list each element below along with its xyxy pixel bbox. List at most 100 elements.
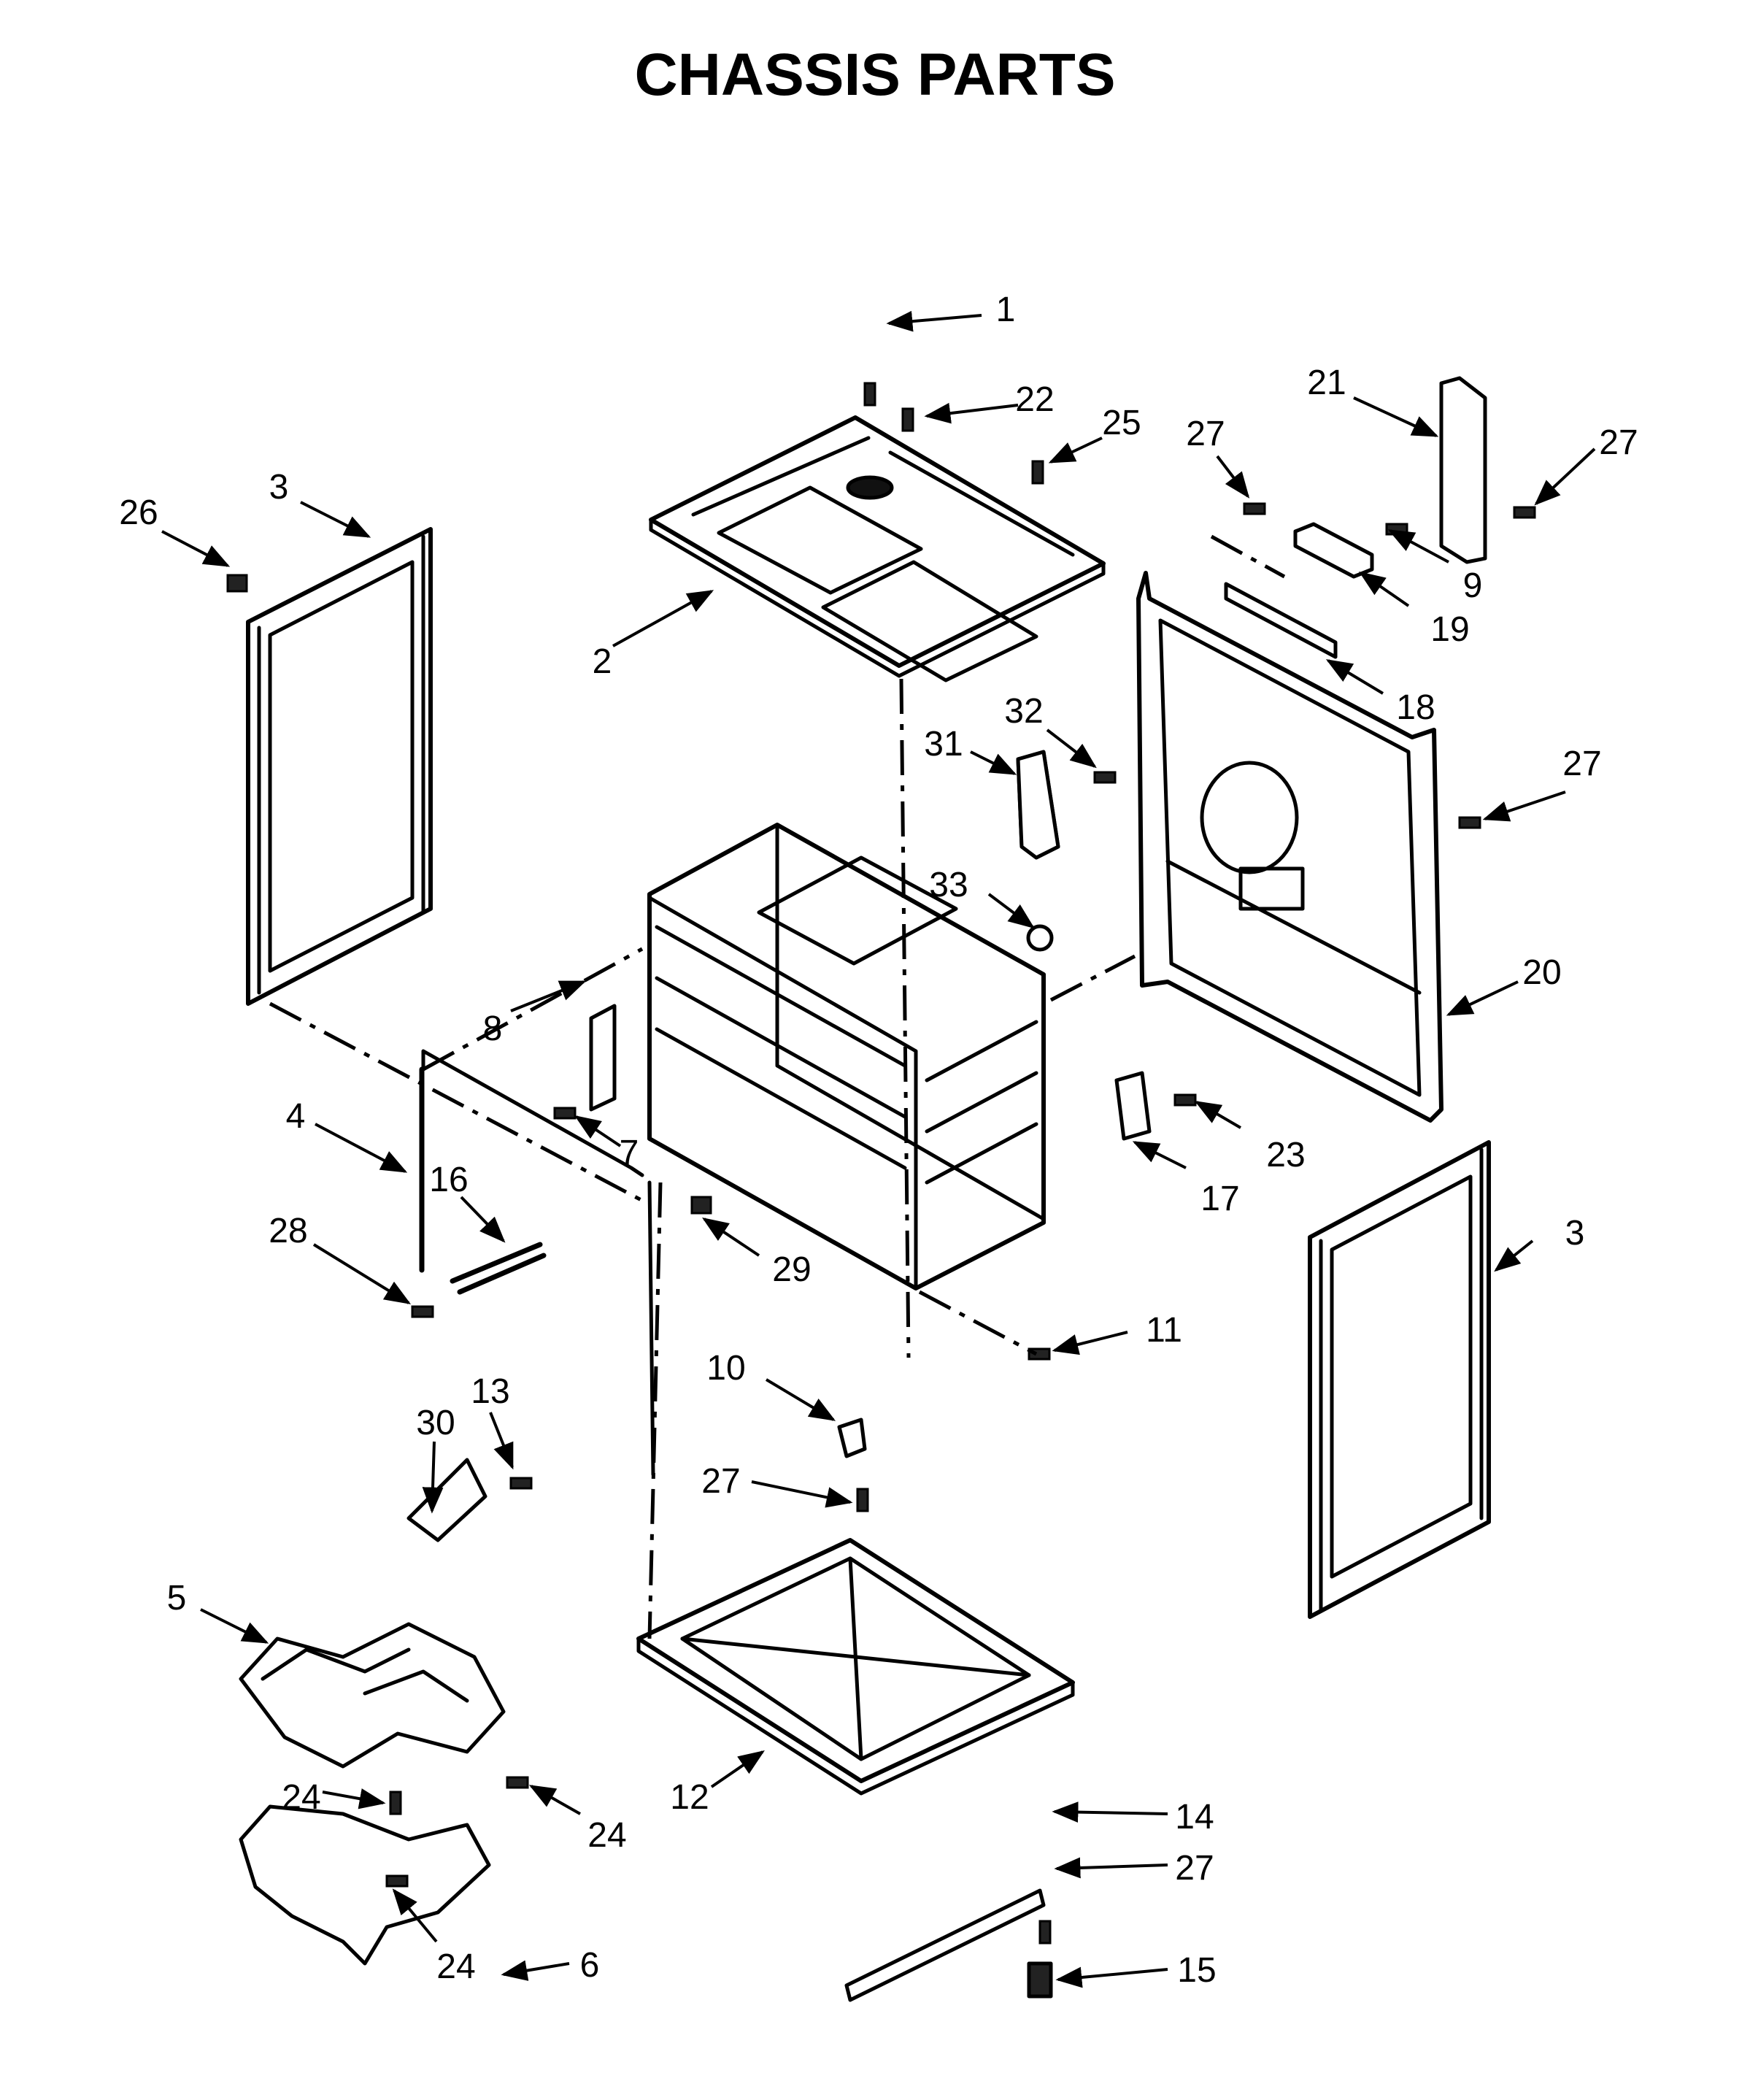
leader-c21 (1353, 396, 1439, 437)
leader-c14 (1052, 1801, 1168, 1823)
leader-c15 (1055, 1966, 1168, 1988)
callout-c3b: 3 (1565, 1214, 1585, 1253)
callout-c5: 5 (167, 1579, 187, 1618)
callout-c21: 21 (1307, 364, 1346, 402)
bottom-pan-part (636, 1538, 1075, 1796)
callout-c27c: 27 (1562, 745, 1601, 783)
callout-c4: 4 (286, 1097, 306, 1136)
leader-c30 (422, 1441, 444, 1514)
leader-c7 (574, 1115, 622, 1147)
bake-element-part (239, 1804, 491, 1966)
leader-c27e (1054, 1857, 1168, 1879)
callout-c27b: 27 (1599, 423, 1638, 462)
leader-c3a (300, 501, 371, 538)
leader-c1 (886, 310, 982, 332)
callout-c1: 1 (996, 291, 1016, 329)
leveler-part (1027, 1961, 1053, 1999)
callout-c27e: 27 (1175, 1849, 1214, 1888)
rear-panel-part (1136, 571, 1443, 1123)
leader-c9 (1387, 529, 1449, 564)
callout-c18: 18 (1396, 688, 1435, 727)
callout-c13: 13 (471, 1372, 509, 1411)
callout-c7: 7 (620, 1134, 639, 1172)
leader-c28 (312, 1243, 412, 1304)
leader-c27c (1482, 791, 1566, 822)
leader-c2 (612, 590, 714, 647)
terminal-block-part (1293, 522, 1374, 579)
side-panel-right-part (1308, 1140, 1491, 1619)
channel-part (1439, 376, 1487, 564)
hinge-bracket-part (589, 1004, 617, 1112)
latch-part (837, 1418, 867, 1458)
sensor-part (450, 1242, 547, 1295)
leader-c25 (1048, 436, 1103, 464)
side-panel-left-part (246, 527, 433, 1006)
bracket-30-part (406, 1458, 487, 1542)
leader-c27d (751, 1480, 853, 1508)
leader-c24a (322, 1788, 386, 1809)
leader-c6 (501, 1960, 570, 1981)
bracket-17-part (1114, 1071, 1152, 1141)
callout-c26: 26 (119, 493, 158, 532)
top-panel-part (649, 415, 1106, 682)
fasteners (226, 382, 1536, 1945)
plug-part (1026, 924, 1054, 952)
callout-c19: 19 (1430, 610, 1469, 649)
leader-c16 (460, 1196, 506, 1243)
broil-element-part (239, 1622, 506, 1769)
callout-c14: 14 (1175, 1798, 1214, 1836)
leader-c18 (1325, 659, 1384, 695)
callout-c24c: 24 (436, 1947, 475, 1986)
callout-c24a: 24 (282, 1778, 320, 1817)
callout-c30: 30 (416, 1404, 455, 1442)
leader-c3b (1494, 1239, 1534, 1272)
page-title: CHASSIS PARTS (634, 42, 1115, 108)
callout-c33: 33 (929, 866, 968, 904)
leader-c11 (1052, 1331, 1128, 1355)
callout-c8: 8 (483, 1009, 503, 1048)
callout-c10: 10 (706, 1349, 745, 1388)
callout-c16: 16 (429, 1161, 468, 1199)
callout-c32: 32 (1004, 692, 1043, 731)
leader-c26 (161, 530, 231, 567)
oven-cavity-part (647, 823, 1046, 1291)
callout-c29: 29 (772, 1250, 811, 1289)
leader-c31 (970, 750, 1017, 775)
callout-c12: 12 (670, 1778, 709, 1817)
leader-c20 (1446, 980, 1519, 1016)
callout-c24b: 24 (587, 1816, 626, 1855)
leader-c27a (1216, 455, 1250, 499)
assembly-lines (269, 534, 1286, 1639)
leader-c8 (510, 980, 587, 1012)
callout-c17: 17 (1200, 1180, 1239, 1218)
callout-c3a: 3 (269, 468, 289, 507)
leader-c27b (1534, 447, 1596, 506)
callout-c2: 2 (593, 642, 612, 681)
leader-c12 (710, 1750, 765, 1788)
leader-c10 (765, 1378, 836, 1421)
leader-c19 (1359, 571, 1410, 607)
callout-c15: 15 (1177, 1951, 1216, 1990)
leader-c4 (315, 1123, 408, 1173)
callout-c27d: 27 (701, 1462, 740, 1501)
callout-c31: 31 (924, 725, 963, 764)
callout-c20: 20 (1522, 953, 1561, 992)
callout-c25: 25 (1102, 404, 1141, 442)
leader-c17 (1132, 1141, 1187, 1169)
leader-c33 (987, 893, 1035, 929)
leader-c23 (1194, 1101, 1242, 1129)
callout-c27a: 27 (1186, 415, 1225, 453)
strip-part (844, 1888, 1046, 2002)
callout-c22: 22 (1015, 380, 1054, 419)
leader-c29 (702, 1218, 760, 1257)
leader-c24b (528, 1785, 581, 1815)
leader-c24c (392, 1888, 438, 1943)
callout-c9: 9 (1463, 566, 1483, 605)
callout-c23: 23 (1266, 1136, 1305, 1174)
callout-c6: 6 (580, 1946, 600, 1985)
leader-c5 (200, 1608, 269, 1644)
leader-c32 (1046, 728, 1097, 769)
leader-c13 (489, 1412, 514, 1470)
bracket-part (1224, 582, 1338, 659)
